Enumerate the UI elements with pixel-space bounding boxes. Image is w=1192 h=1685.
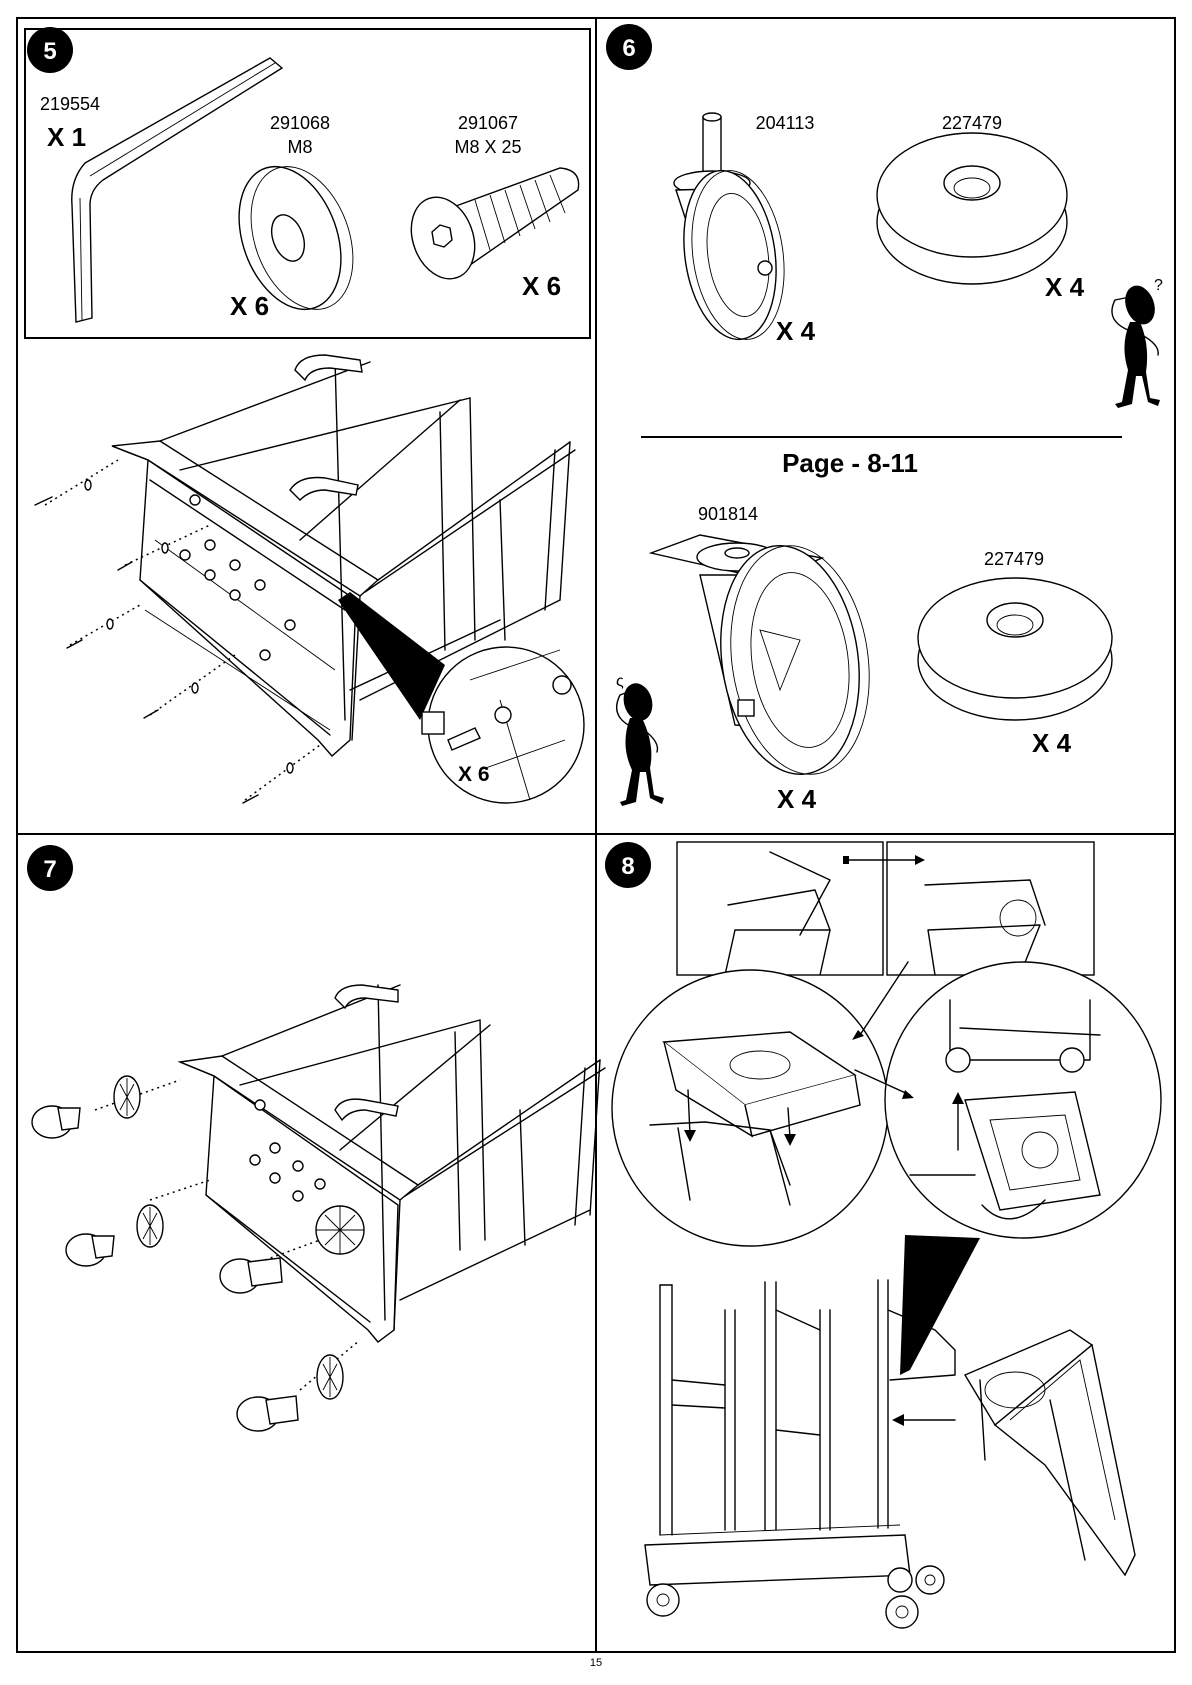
part-size: M8 <box>287 137 312 157</box>
part-number: 227479 <box>942 113 1002 133</box>
svg-text:?: ? <box>1154 277 1163 294</box>
thinking-figure-icon: ? <box>1112 277 1163 408</box>
bolt-icon <box>400 168 578 288</box>
step-6-panel: 6 204113 X 4 227479 X 4 ? <box>606 24 1163 814</box>
step-number: 5 <box>43 38 56 65</box>
part-qty: X 6 <box>522 271 561 301</box>
caster-stem-icon <box>674 113 795 345</box>
wheel-detail-circle <box>855 962 1161 1238</box>
step-5-panel: 5 219554 X 1 291068 M8 X 6 291067 M8 X 2… <box>25 27 590 803</box>
bumper-wheel-icon <box>877 133 1067 284</box>
part-number: 219554 <box>40 94 100 114</box>
step-number: 8 <box>621 853 634 880</box>
part-qty: X 6 <box>230 291 269 321</box>
step-number: 6 <box>622 35 635 62</box>
page-number: 15 <box>590 1657 602 1669</box>
part-number: 291067 <box>458 113 518 133</box>
detail-qty: X 6 <box>458 763 490 786</box>
lid-panel-illustration <box>965 1330 1135 1575</box>
part-number: 901814 <box>698 504 758 524</box>
part-qty: X 4 <box>1032 728 1072 758</box>
part-qty: X 1 <box>47 122 86 152</box>
bumper-wheel-icon <box>918 578 1112 720</box>
callout-pointer <box>900 1235 980 1375</box>
part-number: 291068 <box>270 113 330 133</box>
thinking-figure-icon: ς <box>616 673 664 806</box>
lid-sequence-frames <box>677 842 1094 975</box>
bolt-detail-callout: X 6 <box>338 592 584 803</box>
page-reference: Page - 8-11 <box>782 448 918 478</box>
part-size: M8 X 25 <box>454 137 521 157</box>
part-qty: X 4 <box>777 784 817 814</box>
part-qty: X 4 <box>1045 272 1085 302</box>
part-number: 204113 <box>756 113 815 133</box>
step-8-panel: 8 <box>605 842 1161 1628</box>
caster-plate-icon <box>651 535 883 783</box>
step-7-panel: 7 <box>27 845 605 1431</box>
lid-detail-circle <box>612 962 908 1246</box>
svg-text:ς: ς <box>616 673 624 690</box>
step-number: 7 <box>43 856 56 883</box>
part-number: 227479 <box>984 549 1044 569</box>
part-qty: X 4 <box>776 316 816 346</box>
